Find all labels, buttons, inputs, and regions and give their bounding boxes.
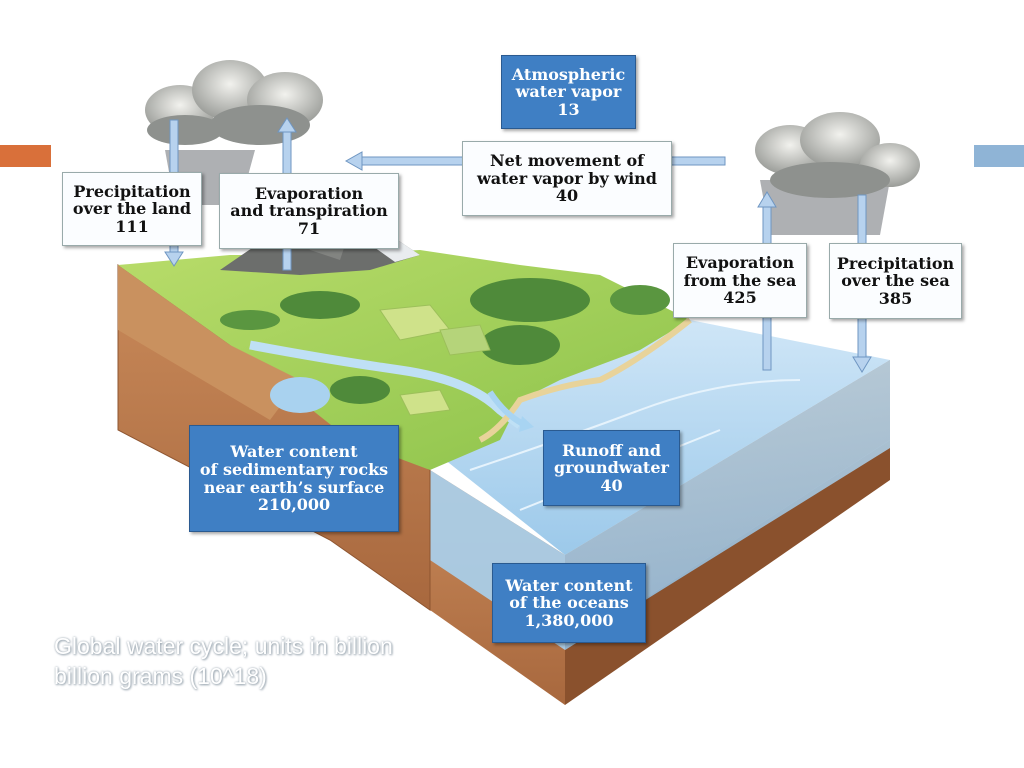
label-precipitation-land: Precipitation over the land 111 [62, 172, 202, 246]
label-line: Water content [230, 442, 358, 462]
label-value: 13 [557, 99, 580, 119]
label-line: of sedimentary rocks [199, 459, 389, 479]
label-line: Evaporation [685, 253, 795, 273]
label-line: over the sea [841, 271, 950, 291]
label-value: 71 [297, 218, 321, 238]
label-line: Water content [505, 575, 633, 595]
label-net-movement: Net movement of water vapor by wind 40 [462, 141, 672, 216]
label-line: Net movement of [489, 151, 645, 171]
label-line: Precipitation [73, 181, 191, 201]
label-evaporation-transpiration: Evaporation and transpiration 71 [219, 173, 399, 249]
label-line: Runoff and [561, 440, 662, 460]
label-line: Precipitation [836, 253, 955, 273]
label-value: 40 [555, 186, 579, 206]
slide-accent-left [0, 145, 51, 167]
label-line: and transpiration [230, 201, 388, 221]
label-value: 1,380,000 [524, 610, 614, 630]
label-value: 210,000 [257, 495, 331, 515]
label-value: 40 [600, 475, 623, 495]
caption-line: Global water cycle; units in billion [54, 633, 393, 659]
label-line: from the sea [683, 270, 797, 290]
label-line: over the land [72, 199, 192, 219]
label-value: 385 [878, 288, 913, 308]
label-line: water vapor [515, 82, 622, 102]
slide-accent-right [974, 145, 1024, 167]
label-line: Evaporation [254, 183, 364, 203]
label-line: of the oceans [509, 593, 629, 613]
label-atmospheric-water-vapor: Atmospheric water vapor 13 [501, 55, 636, 129]
caption-line: billion grams (10^18) [54, 662, 267, 689]
slide-caption: Global water cycle; units in billion bil… [54, 632, 494, 692]
label-oceans: Water content of the oceans 1,380,000 [492, 563, 646, 643]
label-value: 111 [115, 216, 149, 236]
label-line: near earth’s surface [203, 477, 385, 497]
cloud-right-icon [755, 112, 920, 235]
label-evaporation-sea: Evaporation from the sea 425 [673, 243, 807, 318]
label-value: 425 [723, 288, 757, 308]
label-line: water vapor by wind [477, 168, 657, 188]
label-line: Atmospheric [511, 64, 626, 84]
label-line: groundwater [554, 458, 669, 478]
label-runoff-groundwater: Runoff and groundwater 40 [543, 430, 680, 506]
runoff-arrowhead [519, 416, 534, 432]
label-sedimentary-rocks: Water content of sedimentary rocks near … [189, 425, 399, 532]
label-precipitation-sea: Precipitation over the sea 385 [829, 243, 962, 319]
